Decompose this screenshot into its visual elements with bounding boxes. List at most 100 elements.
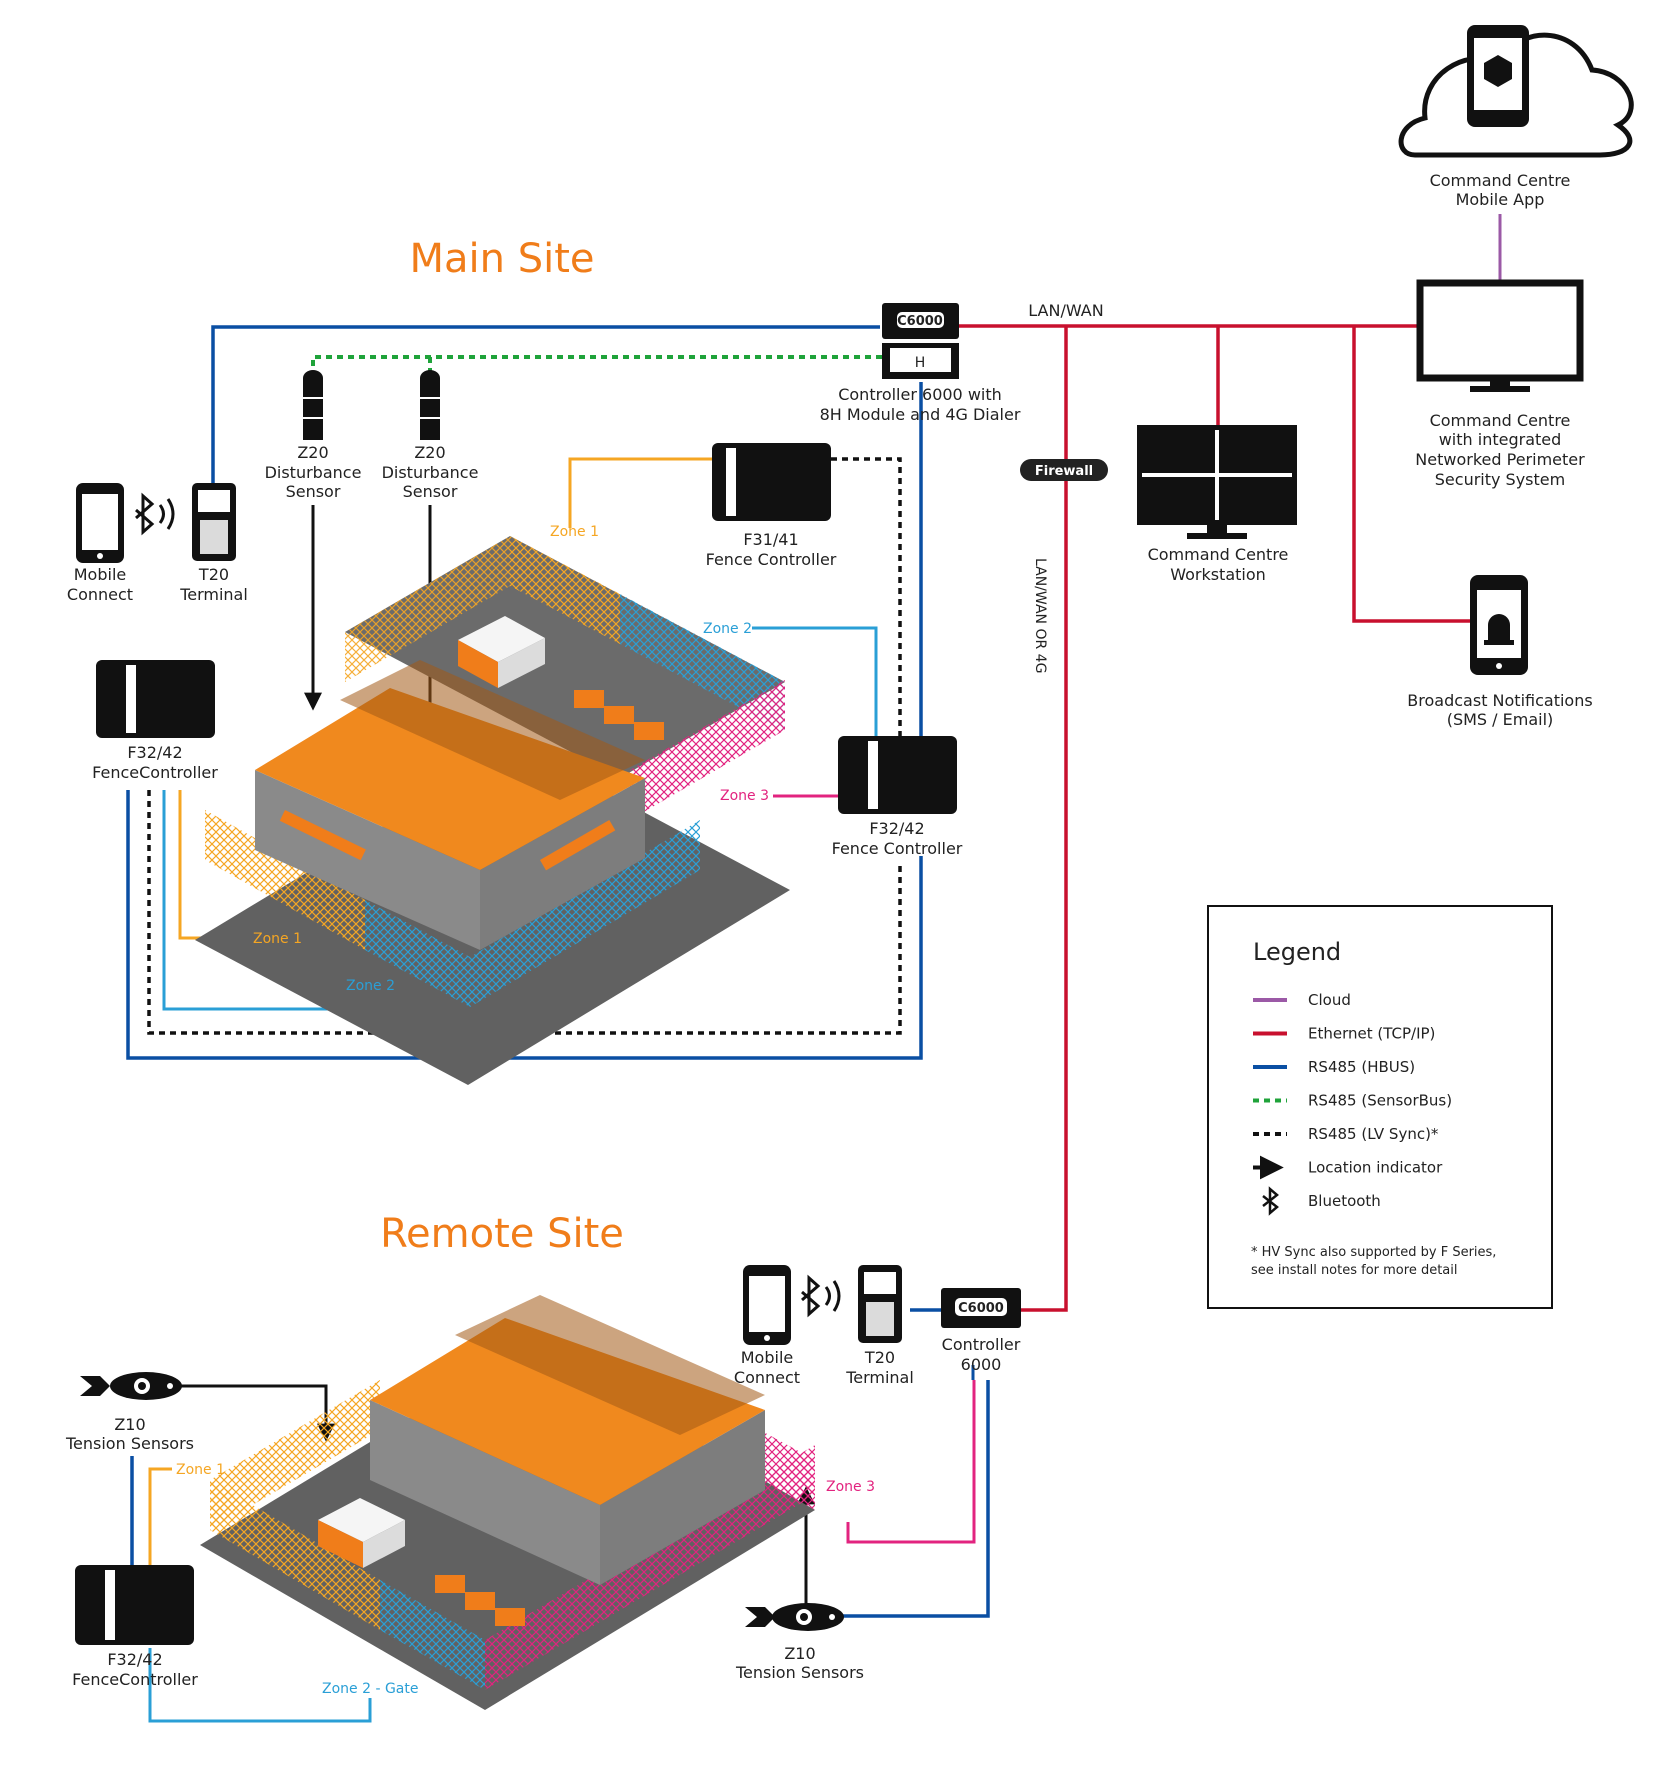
broadcast-label-1: Broadcast Notifications bbox=[1407, 691, 1592, 710]
remote-site-building bbox=[200, 1295, 815, 1710]
z10-left-label-2: Tension Sensors bbox=[65, 1434, 194, 1453]
monitor-icon bbox=[1416, 279, 1584, 392]
z20-sensor-b-icon bbox=[420, 370, 440, 440]
zone3-remote-label: Zone 3 bbox=[826, 1479, 875, 1495]
zone1-f31-label: Zone 1 bbox=[550, 524, 599, 540]
f32-right-controller-icon bbox=[838, 736, 957, 814]
lan-wan-label: LAN/WAN bbox=[1028, 301, 1103, 320]
legend-item-label: RS485 (LV Sync)* bbox=[1308, 1125, 1439, 1143]
z20-a-label-2: Disturbance bbox=[265, 463, 362, 482]
zone3-f32-label: Zone 3 bbox=[720, 788, 769, 804]
mobile-phone-icon-main bbox=[76, 483, 124, 563]
hbus-t20-main bbox=[211, 325, 880, 488]
ethernet-broadcast bbox=[1352, 326, 1472, 623]
bluetooth-icon bbox=[1262, 1186, 1279, 1216]
f32-remote-label-1: F32/42 bbox=[107, 1650, 162, 1669]
legend-item: RS485 (HBUS) bbox=[1253, 1058, 1415, 1076]
hbus-z10-remote bbox=[843, 1380, 990, 1618]
controller-main-label-1: Controller 6000 with bbox=[838, 385, 1002, 404]
zone1-f31-line bbox=[568, 457, 712, 528]
sensorbus bbox=[311, 355, 882, 372]
zone2-f32-line bbox=[752, 626, 878, 736]
zone2-remote-label: Zone 2 - Gate bbox=[322, 1681, 418, 1697]
f32-left-label-1: F32/42 bbox=[127, 743, 182, 762]
z10-right-sensor-icon bbox=[745, 1603, 844, 1631]
firewall: Firewall bbox=[1020, 459, 1108, 481]
lan-wan-4g-label: LAN/WAN OR 4G bbox=[1032, 558, 1048, 673]
cc-integrated-label-3: Networked Perimeter bbox=[1415, 450, 1585, 469]
t20-main-label-1: T20 bbox=[198, 565, 229, 584]
legend-note-1: * HV Sync also supported by F Series, bbox=[1251, 1245, 1496, 1260]
f31-label-2: Fence Controller bbox=[706, 550, 837, 569]
zone2-remote-line bbox=[148, 1648, 372, 1723]
z20-sensor-a-icon bbox=[303, 370, 323, 440]
controller-6000-main bbox=[882, 303, 959, 379]
legend-item-label: RS485 (SensorBus) bbox=[1308, 1092, 1452, 1110]
legend-item-label: Bluetooth bbox=[1308, 1192, 1381, 1210]
legend-item: Bluetooth bbox=[1262, 1186, 1381, 1216]
module-h-label: H bbox=[915, 355, 926, 371]
cc-integrated-label-2: with integrated bbox=[1439, 430, 1562, 449]
z20-b-label-2: Disturbance bbox=[382, 463, 479, 482]
mobile-remote-label-1: Mobile bbox=[741, 1348, 793, 1367]
ethernet-remote bbox=[1021, 326, 1068, 1312]
legend-item: Cloud bbox=[1253, 991, 1351, 1009]
broadcast-label-2: (SMS / Email) bbox=[1447, 710, 1554, 729]
legend-item-label: RS485 (HBUS) bbox=[1308, 1058, 1415, 1076]
controller-6000-remote bbox=[941, 1288, 1021, 1328]
f32-remote-label-2: FenceController bbox=[72, 1670, 198, 1689]
controller-remote-label-1: Controller bbox=[942, 1335, 1021, 1354]
zone1-remote-line bbox=[148, 1467, 172, 1565]
mobile-phone-icon-remote bbox=[743, 1265, 791, 1345]
legend-item: RS485 (SensorBus) bbox=[1253, 1092, 1452, 1110]
zone2-left-label: Zone 2 bbox=[346, 978, 395, 994]
legend-item-label: Cloud bbox=[1308, 991, 1351, 1009]
controller-remote-label-2: 6000 bbox=[961, 1355, 1002, 1374]
t20-remote-label-2: Terminal bbox=[845, 1368, 914, 1387]
f32-left-controller-icon bbox=[96, 660, 215, 738]
cc-integrated-label-4: Security System bbox=[1435, 470, 1565, 489]
z20-b-label-1: Z20 bbox=[414, 443, 445, 462]
cc-workstation-label-2: Workstation bbox=[1170, 565, 1266, 584]
f32-right-label-2: Fence Controller bbox=[832, 839, 963, 858]
mobile-main-label-2: Connect bbox=[67, 585, 133, 604]
hbus-loop-main bbox=[126, 790, 923, 1060]
zone1-left-label: Zone 1 bbox=[253, 931, 302, 947]
legend-item-label: Location indicator bbox=[1308, 1159, 1443, 1177]
controller-main-label-2: 8H Module and 4G Dialer bbox=[820, 405, 1021, 424]
t20-remote-label-1: T20 bbox=[864, 1348, 895, 1367]
main-site-building bbox=[195, 536, 790, 1085]
siren-phone-icon bbox=[1470, 575, 1528, 675]
c6000-badge-remote: C6000 bbox=[958, 1301, 1004, 1316]
z10-left-label-1: Z10 bbox=[114, 1415, 145, 1434]
bluetooth-icon-remote bbox=[801, 1274, 841, 1318]
z20-a-label-3: Sensor bbox=[286, 482, 341, 501]
cc-mobile-app-label-2: Mobile App bbox=[1456, 190, 1545, 209]
zone2-f32-label: Zone 2 bbox=[703, 621, 752, 637]
legend-box bbox=[1207, 905, 1553, 1309]
f32-right-label-1: F32/42 bbox=[869, 819, 924, 838]
main-site-title: Main Site bbox=[410, 236, 595, 282]
firewall-label: Firewall bbox=[1035, 464, 1093, 479]
cc-mobile-app-label-1: Command Centre bbox=[1430, 171, 1571, 190]
z10-right-label-2: Tension Sensors bbox=[735, 1663, 864, 1682]
t20-terminal-icon-main bbox=[192, 483, 236, 561]
z10-left-sensor-icon bbox=[80, 1372, 182, 1400]
z20-a-label-1: Z20 bbox=[297, 443, 328, 462]
remote-site-title: Remote Site bbox=[380, 1211, 624, 1257]
legend-note-2: see install notes for more detail bbox=[1251, 1263, 1458, 1278]
legend-item: Location indicator bbox=[1253, 1155, 1443, 1180]
t20-main-label-2: Terminal bbox=[179, 585, 248, 604]
f32-left-label-2: FenceController bbox=[92, 763, 218, 782]
workstation-icon bbox=[1137, 425, 1297, 539]
z10-right-label-1: Z10 bbox=[784, 1644, 815, 1663]
cc-integrated-label-1: Command Centre bbox=[1430, 411, 1571, 430]
mobile-remote-label-2: Connect bbox=[734, 1368, 800, 1387]
zone3-remote-line bbox=[846, 1380, 976, 1544]
z20-b-label-3: Sensor bbox=[403, 482, 458, 501]
cloud-icon bbox=[1398, 25, 1634, 158]
f32-remote-controller-icon bbox=[75, 1565, 194, 1645]
